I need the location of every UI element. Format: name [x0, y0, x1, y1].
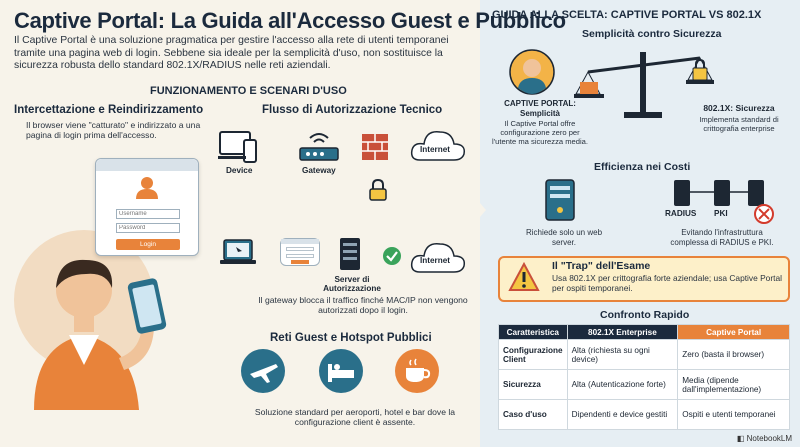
web-server-icon [545, 179, 575, 221]
lock-icon [369, 178, 387, 201]
gateway-label: Gateway [302, 166, 336, 175]
mini-login-window [280, 238, 320, 266]
guest-caption: Soluzione standard per aeroporti, hotel … [254, 407, 456, 428]
right-title: GUIDA ALLA SCELTA: CAPTIVE PORTAL VS 802… [492, 9, 762, 21]
laptop-icon [220, 239, 256, 264]
table-cell: Alta (Autenticazione forte) [566, 369, 679, 400]
table-cell: Ospiti e utenti temporanei [677, 399, 790, 430]
check-icon [383, 247, 401, 265]
x-security-title: 802.1X: Sicurezza [703, 103, 775, 113]
table-header: 802.1X Enterprise [566, 324, 679, 340]
table-row: Sicurezza Alta (Autenticazione forte) Me… [498, 369, 790, 400]
table-cell: Media (dipende dall'implementazione) [677, 369, 790, 400]
interception-text: Il browser viene "catturato" e indirizza… [26, 120, 201, 141]
table-cell: Caso d'uso [498, 399, 568, 430]
balance-scale-icon [574, 52, 714, 118]
cloud-icon-2 [410, 243, 466, 273]
comparison-table: Caratteristica 802.1X Enterprise Captive… [498, 324, 790, 430]
simplicity-heading: Semplicità contro Sicurezza [582, 28, 722, 40]
user-icon [136, 177, 158, 199]
flow-heading: Flusso di Autorizzazione Tecnico [262, 104, 443, 116]
login-window: Login [95, 158, 199, 256]
table-cell: Zero (basta il browser) [677, 339, 790, 370]
costs-heading: Efficienza nei Costi [594, 161, 691, 173]
login-button[interactable]: Login [116, 239, 180, 250]
notebooklm-logo-icon: ◧ [736, 434, 747, 443]
table-header: Captive Portal [677, 324, 790, 340]
person-illustration [14, 230, 167, 410]
interception-heading: Intercettazione e Reindirizzamento [14, 104, 204, 116]
x-security-text: Implementa standard di crittografia ente… [699, 115, 779, 133]
flow-caption: Il gateway blocca il traffico finché MAC… [258, 295, 468, 316]
table-cell: Dipendenti e device gestiti [566, 399, 679, 430]
server-icon [340, 238, 360, 270]
table-header: Caratteristica [498, 324, 568, 340]
username-input[interactable] [116, 209, 180, 219]
airplane-icon [241, 349, 285, 393]
internet-label-2: Internet [420, 256, 451, 265]
trap-heading: Il "Trap" dell'Esame [552, 260, 651, 272]
notebooklm-logo-label: NotebookLM [746, 434, 792, 443]
web-server-text: Richiede solo un web server. [525, 228, 603, 248]
cp-simplicity-text: Il Captive Portal offre configurazione z… [492, 119, 588, 146]
quick-heading: Confronto Rapido [600, 309, 690, 321]
radius-pki-diagram [674, 180, 774, 224]
section-heading-functioning: FUNZIONAMENTO E SCENARI D'USO [150, 85, 347, 97]
window-titlebar [96, 159, 198, 171]
guest-heading: Reti Guest e Hotspot Pubblici [270, 332, 432, 344]
gateway-icon [299, 133, 339, 161]
page-title: Captive Portal: La Guida all'Accesso Gue… [14, 8, 566, 33]
infra-text: Evitando l'infrastruttura complessa di R… [670, 228, 774, 247]
password-input[interactable] [116, 223, 180, 233]
cp-simplicity-title: CAPTIVE PORTAL: Semplicità [504, 99, 576, 118]
panel-divider-arrow [474, 196, 486, 224]
user-avatar-icon [509, 49, 555, 95]
table-header-row: Caratteristica 802.1X Enterprise Captive… [498, 324, 790, 340]
table-cell: Configurazione Client [498, 339, 568, 370]
trap-text: Usa 802.1X per crittografia forte aziend… [552, 273, 782, 293]
table-row: Configurazione Client Alta (richiesta su… [498, 339, 790, 370]
intro-text: Il Captive Portal è una soluzione pragma… [14, 35, 449, 72]
table-row: Caso d'uso Dipendenti e device gestiti O… [498, 399, 790, 430]
notebooklm-logo: ◧ NotebookLM [737, 434, 792, 443]
pki-label: PKI [714, 209, 728, 218]
trap-box [498, 256, 790, 302]
coffee-cup-icon [395, 349, 439, 393]
device-label: Device [226, 166, 253, 175]
cloud-icon [410, 131, 466, 161]
table-cell: Sicurezza [498, 369, 568, 400]
hotel-bed-icon [319, 349, 363, 393]
server-label: Server di Autorizzazione [323, 275, 381, 293]
firewall-icon [362, 134, 388, 160]
internet-label: Internet [420, 145, 451, 154]
radius-label: RADIUS [665, 209, 697, 218]
device-icon [218, 131, 257, 163]
warning-icon [508, 262, 540, 291]
table-cell: Alta (richiesta su ogni device) [566, 339, 679, 370]
